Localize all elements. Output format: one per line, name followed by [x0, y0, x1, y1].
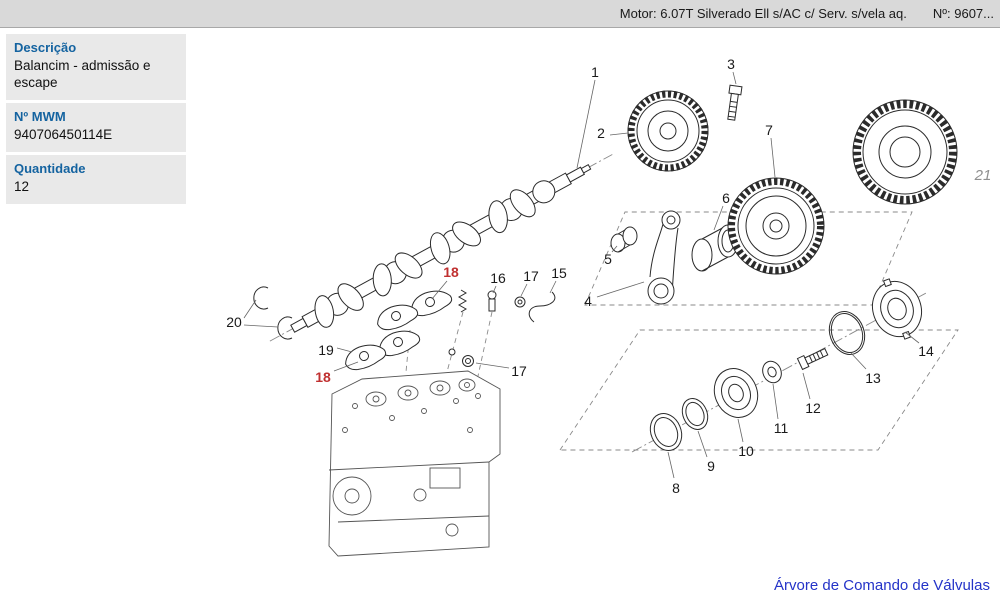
quantity-label: Quantidade	[14, 160, 86, 176]
leader-line	[576, 79, 596, 169]
description-value: Balancim - admissão e escape	[14, 58, 151, 90]
leader-line	[611, 245, 618, 253]
callout-2[interactable]: 2	[597, 125, 605, 141]
leader-line	[850, 352, 867, 370]
leader-line	[475, 362, 510, 369]
drop-line	[477, 311, 493, 377]
callout-9[interactable]: 9	[707, 458, 715, 474]
callout-1[interactable]: 1	[591, 64, 599, 80]
callout-21[interactable]: 21	[974, 167, 992, 184]
quantity-section: Quantidade 12	[6, 154, 186, 204]
drop-line	[446, 311, 464, 373]
leader-line	[732, 71, 737, 85]
leader-line	[772, 383, 779, 420]
part-info-panel: Descrição Balancim - admissão e escape N…	[6, 34, 186, 207]
leader-line	[243, 324, 279, 328]
top-header-bar: Motor: 6.07T Silverado Ell s/AC c/ Serv.…	[0, 0, 1000, 28]
leader-line	[431, 280, 448, 300]
lever-4	[647, 210, 681, 305]
leader-line	[697, 430, 708, 458]
quantity-value: 12	[14, 178, 30, 194]
callout-12[interactable]: 12	[805, 400, 821, 416]
assembly-plane-lower	[559, 329, 959, 451]
callout-18[interactable]: 18	[443, 264, 459, 280]
rocker-arm	[377, 304, 419, 331]
callout-14[interactable]: 14	[918, 343, 934, 359]
bushing-5	[610, 226, 638, 253]
callout-7[interactable]: 7	[765, 122, 773, 138]
callout-11[interactable]: 11	[774, 420, 789, 436]
leader-line	[333, 361, 359, 372]
leader-line	[737, 418, 744, 443]
leader-line	[770, 137, 776, 178]
leader-line	[667, 451, 675, 479]
seal-ring-8	[649, 413, 683, 451]
callout-6[interactable]: 6	[722, 190, 730, 206]
callout-3[interactable]: 3	[727, 56, 735, 72]
clip-wire-15	[528, 291, 556, 323]
callout-13[interactable]: 13	[865, 370, 881, 386]
callout-16[interactable]: 16	[490, 270, 506, 286]
washer-17	[448, 348, 474, 367]
drop-line	[405, 329, 411, 373]
callout-17[interactable]: 17	[511, 363, 527, 379]
callout-17[interactable]: 17	[523, 268, 539, 284]
leader-line	[802, 372, 811, 400]
callout-5[interactable]: 5	[604, 251, 612, 267]
leader-line	[243, 299, 257, 319]
bolt-3	[727, 84, 743, 121]
description-label: Descrição	[14, 40, 77, 55]
callout-4[interactable]: 4	[584, 293, 592, 309]
ring-9	[681, 398, 709, 430]
diagram-title: Árvore de Comando de Válvulas	[774, 577, 990, 594]
rocker-arm	[411, 290, 453, 317]
mwm-number-label: Nº MWM	[14, 108, 66, 124]
callout-10[interactable]: 10	[738, 443, 754, 459]
callout-15[interactable]: 15	[551, 265, 567, 281]
bolt-12	[796, 347, 829, 371]
mwm-number-value: 940706450114E	[14, 126, 113, 142]
leader-line	[609, 132, 629, 136]
crankshaft-gear-21	[852, 99, 958, 205]
washer-11	[762, 360, 782, 384]
camshaft	[269, 154, 613, 342]
idler-gear-7	[727, 177, 825, 275]
callout-18[interactable]: 18	[315, 369, 331, 385]
leader-line	[549, 280, 557, 294]
bearing-10	[713, 368, 759, 418]
callout-20[interactable]: 20	[226, 314, 242, 330]
camshaft-gear-2	[627, 90, 709, 172]
rocker-arm	[345, 344, 387, 371]
flange-hub-14	[871, 278, 923, 340]
leader-line	[596, 281, 645, 298]
o-ring-13	[828, 311, 866, 355]
leader-line	[520, 283, 528, 297]
rocker-arm	[379, 330, 421, 357]
mwm-number-section: Nº MWM 940706450114E	[6, 102, 186, 152]
description-section: Descrição Balancim - admissão e escape	[6, 34, 186, 100]
leader-line	[713, 205, 724, 231]
part-number-info: Nº: 9607...	[932, 6, 994, 21]
retaining-clips	[253, 286, 293, 340]
spring-17	[457, 289, 468, 313]
leader-line	[492, 285, 497, 294]
adjusting-screw-16	[487, 290, 497, 312]
leader-line	[336, 347, 353, 353]
leader-line	[904, 331, 920, 344]
callout-19[interactable]: 19	[318, 342, 334, 358]
callout-8[interactable]: 8	[672, 480, 680, 496]
nut-17	[514, 296, 526, 308]
cylinder-head	[328, 370, 501, 557]
motor-info: Motor: 6.07T Silverado Ell s/AC c/ Serv.…	[619, 6, 907, 21]
